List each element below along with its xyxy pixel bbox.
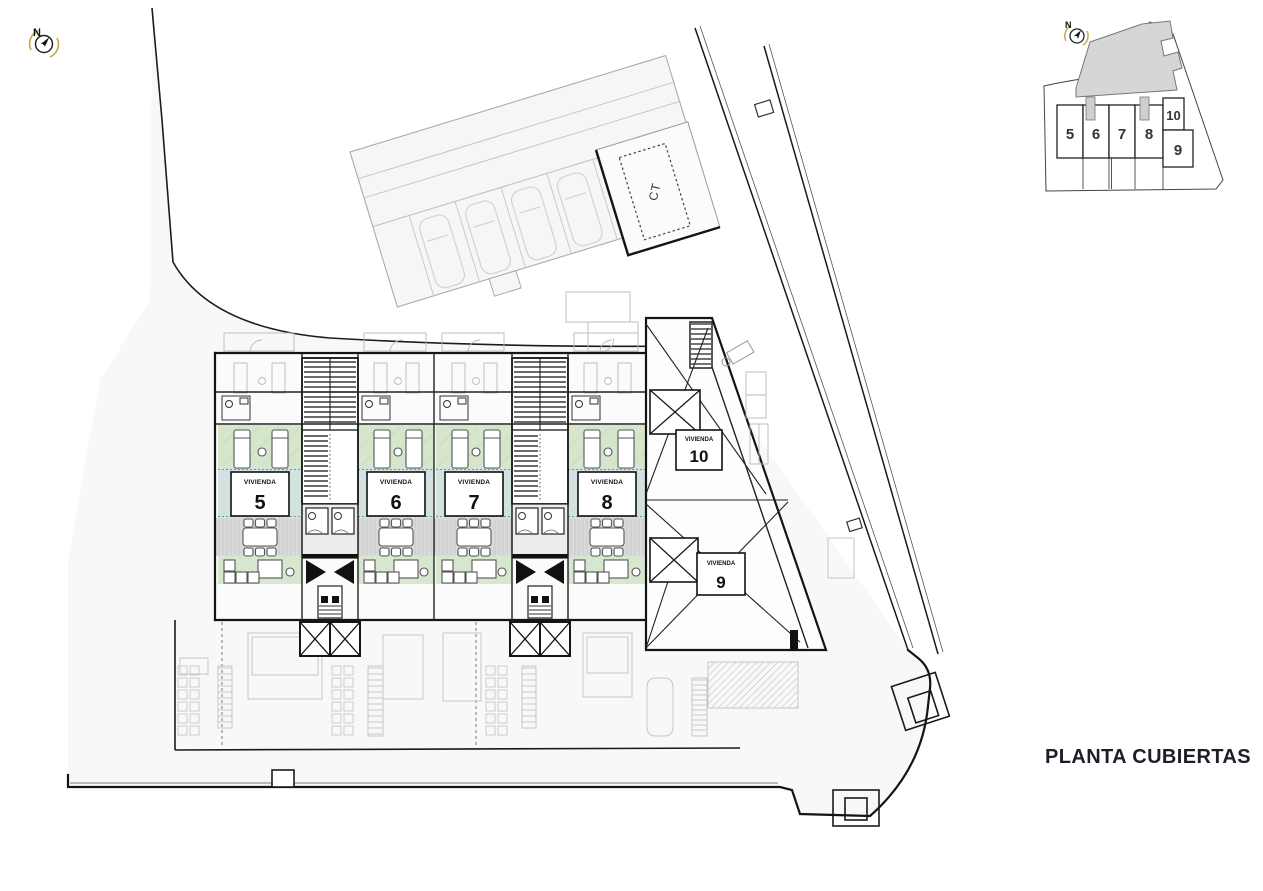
road-edges bbox=[694, 25, 944, 655]
key-plan: 5 6 7 8 10 9 N bbox=[1043, 20, 1224, 192]
svg-text:8: 8 bbox=[601, 492, 612, 514]
ct-label: CT bbox=[646, 181, 664, 202]
svg-text:VIVIENDA: VIVIENDA bbox=[685, 437, 714, 443]
vivienda-6-label: VIVIENDA 6 bbox=[366, 471, 426, 517]
vivienda-9-label: VIVIENDA 9 bbox=[696, 552, 746, 596]
svg-text:VIVIENDA: VIVIENDA bbox=[244, 479, 276, 486]
svg-text:7: 7 bbox=[468, 492, 479, 514]
drawing-title: PLANTA CUBIERTAS bbox=[1045, 746, 1252, 768]
svg-text:VIVIENDA: VIVIENDA bbox=[380, 479, 412, 486]
key-unit-9: 9 bbox=[1162, 129, 1194, 168]
unit-8-roof-terrace: VIVIENDA 8 bbox=[568, 395, 646, 584]
vivienda-7-label: VIVIENDA 7 bbox=[444, 471, 504, 517]
wing-side-rooms bbox=[721, 340, 769, 465]
wing-units-9-10: VIVIENDA 10 VIVIENDA 9 bbox=[644, 316, 828, 652]
walkway-deck bbox=[215, 518, 646, 556]
skylight-10 bbox=[649, 389, 701, 435]
vivienda-10-label: VIVIENDA 10 bbox=[675, 429, 723, 471]
svg-text:9: 9 bbox=[1174, 142, 1182, 159]
key-north-label: N bbox=[1065, 20, 1072, 30]
lower-floor-loungers bbox=[233, 362, 632, 394]
svg-text:10: 10 bbox=[1166, 108, 1180, 123]
key-unit-10: 10 bbox=[1162, 97, 1185, 131]
building-block: VIVIENDA 5 VIVIENDA 6 bbox=[213, 351, 648, 657]
site-boundary bbox=[66, 7, 951, 827]
stair-core-a bbox=[299, 357, 361, 657]
unit-5-roof-terrace: VIVIENDA 5 bbox=[218, 395, 302, 584]
north-compass: N bbox=[28, 27, 60, 58]
svg-text:6: 6 bbox=[1092, 126, 1100, 143]
ground-floor-gardens bbox=[174, 537, 855, 751]
svg-text:5: 5 bbox=[254, 492, 265, 514]
svg-text:VIVIENDA: VIVIENDA bbox=[707, 561, 736, 567]
svg-text:8: 8 bbox=[1145, 126, 1153, 143]
svg-text:9: 9 bbox=[716, 573, 725, 592]
svg-text:6: 6 bbox=[390, 492, 401, 514]
key-unit-7: 7 bbox=[1108, 104, 1136, 159]
unit-7-roof-terrace: VIVIENDA 7 bbox=[436, 395, 512, 584]
svg-text:10: 10 bbox=[690, 447, 709, 466]
stair-core-b bbox=[509, 357, 571, 657]
svg-text:VIVIENDA: VIVIENDA bbox=[458, 479, 490, 486]
key-north-compass: N bbox=[1064, 20, 1089, 46]
vivienda-5-label: VIVIENDA 5 bbox=[230, 471, 290, 517]
vivienda-8-label: VIVIENDA 8 bbox=[577, 471, 637, 517]
north-label: N bbox=[33, 27, 41, 39]
skylight-9 bbox=[649, 537, 699, 583]
ct-enclosure: CT bbox=[594, 121, 721, 257]
unit-6-roof-terrace: VIVIENDA 6 bbox=[358, 395, 434, 584]
key-unit-5: 5 bbox=[1056, 104, 1084, 159]
svg-text:7: 7 bbox=[1118, 126, 1126, 143]
svg-text:VIVIENDA: VIVIENDA bbox=[591, 479, 623, 486]
svg-text:5: 5 bbox=[1066, 126, 1074, 143]
key-building-mass bbox=[1075, 20, 1183, 98]
building-walls bbox=[213, 351, 648, 622]
